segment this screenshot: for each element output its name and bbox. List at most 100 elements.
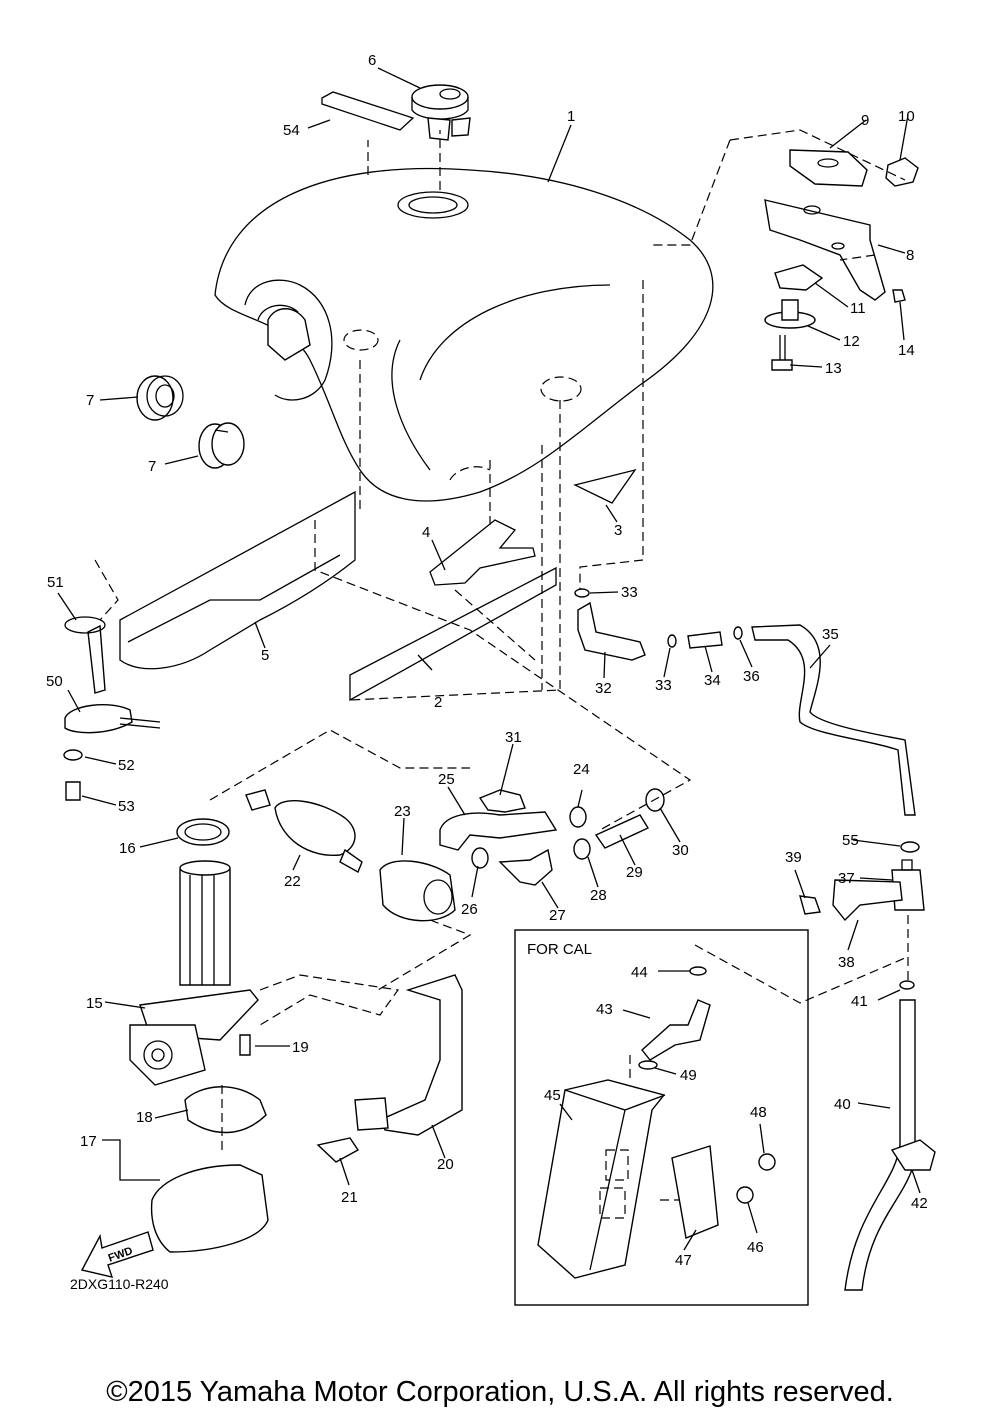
hose-part-25 [439, 811, 558, 851]
callout-37: 37 [838, 870, 855, 887]
callout-50: 50 [46, 673, 63, 690]
clamp-part-31 [478, 789, 526, 813]
callout-54: 54 [283, 122, 300, 139]
callout-9: 9 [861, 112, 869, 129]
bolt-part-46 [736, 1186, 754, 1204]
cap-part-7a [136, 375, 184, 421]
callout-2: 2 [434, 694, 442, 711]
o-ring-part-51 [64, 616, 106, 634]
fuel-filter-part-22 [245, 789, 363, 873]
clamp-part-24 [569, 806, 587, 828]
hose-part-29 [594, 814, 650, 849]
clip-part-49 [638, 1060, 658, 1070]
callout-53: 53 [118, 798, 135, 815]
hose-part-40 [844, 999, 916, 1291]
fuel-sender-part-50 [64, 624, 161, 734]
side-cover-part-5 [119, 490, 356, 670]
callout-40: 40 [834, 1096, 851, 1113]
callout-16: 16 [119, 840, 136, 857]
callout-34: 34 [704, 672, 721, 689]
callout-leader-lines [57, 67, 921, 1251]
clamp-part-21 [316, 1137, 360, 1163]
diagram-code: 2DXG110-R240 [70, 1276, 169, 1292]
callout-41: 41 [851, 993, 868, 1010]
callout-labels: 1 2 3 4 5 6 7 7 8 9 10 11 12 13 14 15 16… [46, 52, 928, 1269]
callout-33b: 33 [655, 677, 672, 694]
fuel-pump-part-23 [379, 860, 456, 922]
clamp-part-42 [890, 1139, 936, 1171]
clip-part-55 [900, 841, 920, 853]
damper-part-4 [429, 519, 536, 586]
bracket-part-47 [671, 1145, 719, 1239]
callout-7b: 7 [148, 458, 156, 475]
clip-part-33a [574, 588, 590, 598]
callout-20: 20 [437, 1156, 454, 1173]
callout-15: 15 [86, 995, 103, 1012]
callout-25: 25 [438, 771, 455, 788]
callout-52: 52 [118, 757, 135, 774]
fuel-cap-part-6 [411, 84, 471, 141]
callout-5: 5 [261, 647, 269, 664]
callout-38: 38 [838, 954, 855, 971]
copyright-footer: ©2015 Yamaha Motor Corporation, U.S.A. A… [106, 1376, 894, 1408]
callout-11: 11 [850, 300, 866, 317]
hose-part-20 [354, 974, 463, 1136]
dashed-assembly-lines [94, 129, 909, 1201]
damper-part-11 [774, 264, 824, 291]
callout-32: 32 [595, 680, 612, 697]
callout-46: 46 [747, 1239, 764, 1256]
emblem-plate-part-2 [349, 566, 557, 702]
tank-bracket-part-8 [764, 199, 886, 301]
clip-part-41 [899, 980, 915, 990]
callout-36: 36 [743, 668, 760, 685]
callout-22: 22 [284, 873, 301, 890]
callout-28: 28 [590, 887, 607, 904]
cap-part-7b [198, 422, 245, 469]
callout-27: 27 [549, 907, 566, 924]
callout-29: 29 [626, 864, 643, 881]
clip-part-36 [733, 626, 743, 640]
callout-8: 8 [906, 247, 914, 264]
callout-7a: 7 [86, 392, 94, 409]
collar-part-12 [764, 299, 816, 329]
callout-48: 48 [750, 1104, 767, 1121]
cover-part-17 [150, 1164, 269, 1253]
bolt-part-13 [771, 335, 793, 371]
callout-10: 10 [898, 108, 915, 125]
callout-13: 13 [825, 360, 842, 377]
callout-55: 55 [842, 832, 859, 849]
callout-3: 3 [614, 522, 622, 539]
callout-12: 12 [843, 333, 860, 350]
screw-part-39 [799, 895, 821, 915]
screw-part-19 [239, 1034, 251, 1056]
callout-18: 18 [136, 1109, 153, 1126]
hose-part-32 [577, 601, 646, 661]
screw-part-53 [65, 781, 81, 801]
for-cal-inset: FOR CAL [514, 929, 809, 1306]
joint-part-34 [687, 631, 723, 649]
callout-6: 6 [368, 52, 376, 69]
callout-14: 14 [898, 342, 915, 359]
clip-part-44 [689, 966, 707, 976]
callout-33a: 33 [621, 584, 638, 601]
clip-part-33b [667, 634, 677, 648]
callout-35: 35 [822, 626, 839, 643]
clip-part-10 [885, 157, 919, 187]
callout-39: 39 [785, 849, 802, 866]
callout-43: 43 [596, 1001, 613, 1018]
callout-47: 47 [675, 1252, 692, 1269]
fuel-tank-part-1 [214, 167, 714, 502]
canister-part-45 [537, 1079, 666, 1279]
damper-part-9 [789, 149, 868, 187]
callout-51: 51 [47, 574, 64, 591]
callout-45: 45 [544, 1087, 561, 1104]
inset-title: FOR CAL [527, 941, 592, 958]
bolt-part-48 [758, 1153, 776, 1171]
fuel-pump-assy-part-15 [129, 860, 259, 1086]
hose-part-35 [751, 624, 916, 816]
callout-1: 1 [567, 108, 575, 125]
fwd-arrow-icon: FWD [80, 1231, 154, 1278]
callout-24: 24 [573, 761, 590, 778]
joint-part-27 [498, 848, 553, 886]
